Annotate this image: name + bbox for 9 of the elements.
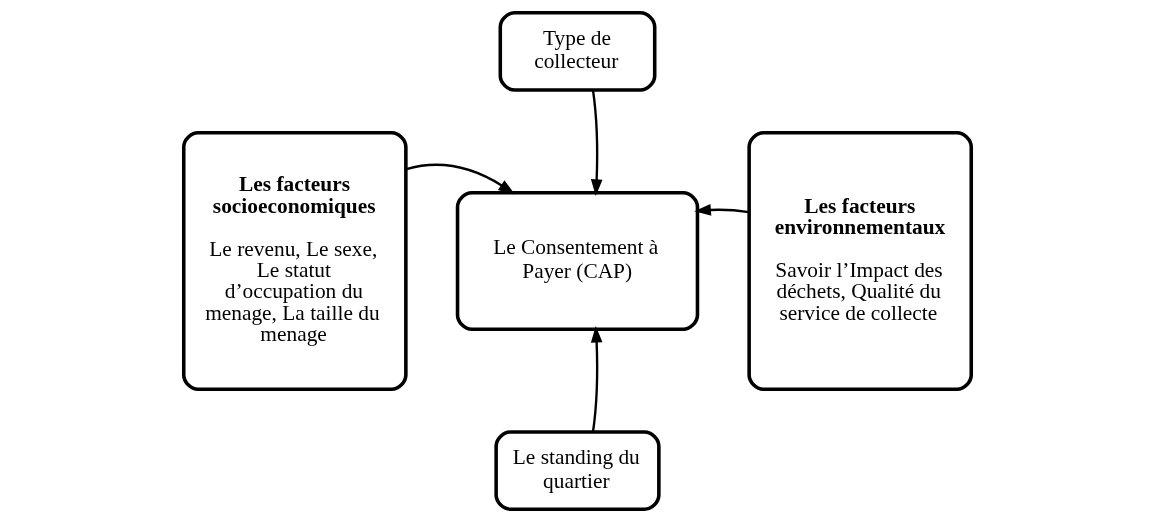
arrow (694, 204, 750, 216)
node-box: Les facteurs socioeconomiques Le revenu, Le sexe, Le statut d’occupation du menage, La taille du menage (181, 130, 408, 392)
arrow (590, 89, 603, 196)
arrow (590, 325, 603, 432)
node-box: Le standing du quartier (494, 430, 661, 512)
node-box: Le Consentement à Payer (CAP) (455, 190, 700, 332)
node-box: Type de collecteur (498, 10, 657, 92)
node-box: Les facteurs environnementaux Savoir l’Impact des déchets, Qualité du service de collecte (747, 130, 974, 392)
arrow (406, 163, 515, 195)
